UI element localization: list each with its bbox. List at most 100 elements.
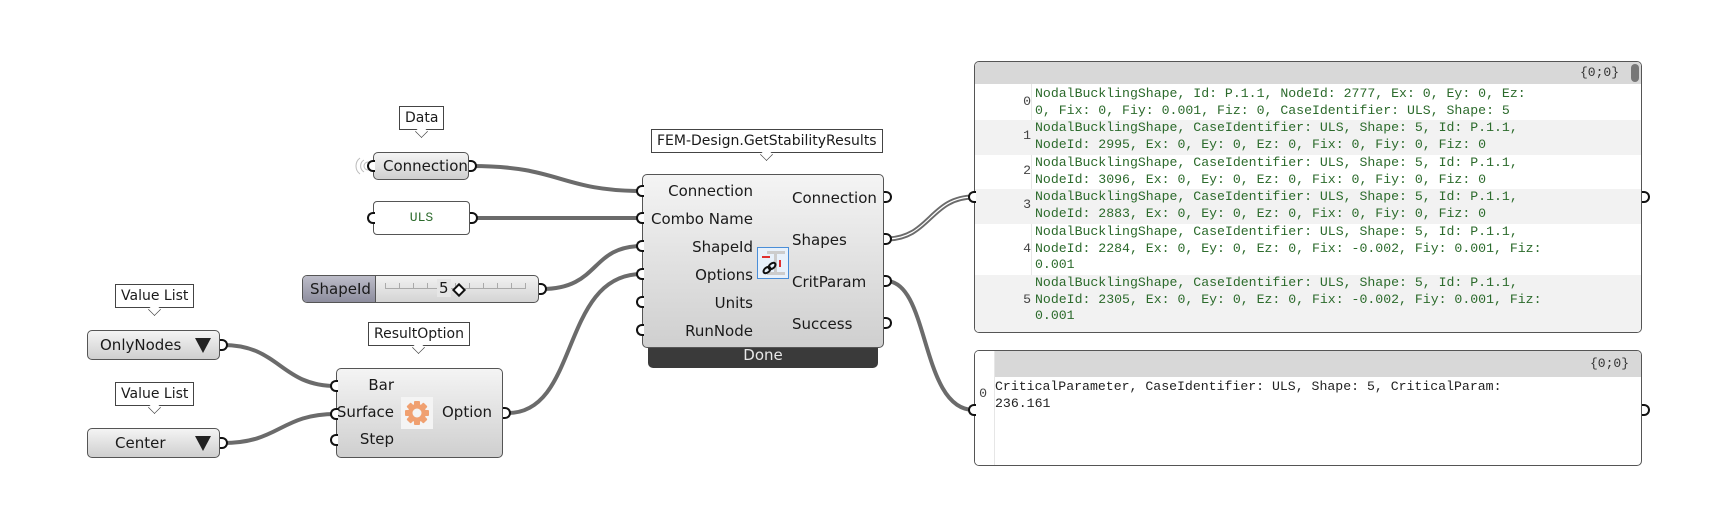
list-item: 2 NodalBucklingShape, CaseIdentifier: UL…: [975, 155, 1641, 189]
list-item-index: 3: [1023, 197, 1031, 212]
list-item-text: CriticalParameter, CaseIdentifier: ULS, …: [995, 379, 1502, 411]
connection-param-output-grip[interactable]: [469, 160, 477, 172]
list-item-index: 0: [1023, 94, 1031, 109]
list-item-text: NodalBucklingShape, CaseIdentifier: ULS,…: [1035, 189, 1518, 221]
list-item-text: NodalBucklingShape, CaseIdentifier: ULS,…: [1035, 120, 1518, 152]
critparam-panel-output-grip[interactable]: [1642, 404, 1650, 416]
wire-connection: [470, 164, 644, 193]
output-success-grip[interactable]: [884, 317, 892, 329]
combo-name-value: ULS: [409, 210, 434, 225]
input-combo-name: Combo Name: [651, 210, 753, 228]
critparam-panel-gutter: [975, 351, 995, 465]
shapes-panel-path: {0;0}: [1579, 65, 1619, 80]
shapes-panel[interactable]: {0;0} 0 NodalBucklingShape, Id: P.1.1, N…: [974, 61, 1642, 333]
input-options: Options: [695, 266, 753, 284]
critparam-panel-header: {0;0}: [975, 351, 1641, 377]
input-connection: Connection: [668, 182, 753, 200]
value-list-onlynodes[interactable]: OnlyNodes: [87, 330, 220, 360]
list-item-text: NodalBucklingShape, CaseIdentifier: ULS,…: [1035, 224, 1542, 273]
dropdown-arrow-icon[interactable]: [195, 338, 211, 353]
tooltip-value-list-1: Value List: [115, 284, 195, 308]
result-option-input-bar: Bar: [368, 376, 394, 394]
wireless-signal-icon: [350, 154, 374, 178]
input-runnode: RunNode: [685, 322, 753, 340]
list-item: 4 NodalBucklingShape, CaseIdentifier: UL…: [975, 224, 1641, 275]
wire-critparam: [884, 279, 976, 412]
output-connection-grip[interactable]: [884, 191, 892, 203]
list-item-index: 1: [1023, 128, 1031, 143]
input-units-grip[interactable]: [636, 296, 644, 308]
list-item-index: 4: [1023, 241, 1031, 256]
shapes-panel-header: {0;0}: [975, 62, 1641, 84]
wire-onlynodes: [221, 343, 338, 388]
combo-name-panel-input-grip[interactable]: [367, 212, 375, 224]
wire-shapes: [883, 194, 977, 242]
result-option-input-surface: Surface: [336, 403, 394, 421]
input-combo-name-grip[interactable]: [636, 212, 644, 224]
value-list-onlynodes-selected: OnlyNodes: [100, 336, 182, 354]
shapeid-slider-label: ShapeId: [310, 280, 371, 298]
list-item: 0 CriticalParameter, CaseIdentifier: ULS…: [975, 379, 1641, 413]
value-list-center-selected: Center: [115, 434, 166, 452]
result-option-input-step: Step: [359, 430, 394, 448]
value-list-onlynodes-output-grip[interactable]: [220, 339, 228, 351]
output-connection: Connection: [792, 189, 877, 207]
input-runnode-grip[interactable]: [636, 324, 644, 336]
combo-name-panel-output-grip[interactable]: [470, 212, 478, 224]
input-shapeid: ShapeId: [692, 238, 753, 256]
critparam-panel[interactable]: {0;0} 0 CriticalParameter, CaseIdentifie…: [974, 350, 1642, 466]
connection-param-input-grip[interactable]: [367, 160, 375, 172]
input-shapeid-grip[interactable]: [636, 240, 644, 252]
get-stability-results-component[interactable]: Connection Combo Name ShapeId Options Un…: [642, 174, 884, 348]
status-done: Done: [743, 346, 783, 364]
input-connection-grip[interactable]: [636, 185, 644, 197]
shapeid-slider[interactable]: ShapeId 5: [302, 275, 539, 303]
list-item: 5 NodalBucklingShape, CaseIdentifier: UL…: [975, 275, 1641, 332]
list-item-text: NodalBucklingShape, CaseIdentifier: ULS,…: [1035, 275, 1542, 324]
output-success: Success: [792, 315, 853, 333]
combo-name-panel[interactable]: ULS: [373, 201, 470, 235]
result-option-surface-grip[interactable]: [330, 408, 338, 420]
output-critparam: CritParam: [792, 273, 867, 291]
result-option-output-grip[interactable]: [503, 407, 511, 419]
shapeid-slider-name: ShapeId: [303, 276, 376, 302]
slider-value: 5: [437, 279, 451, 297]
tooltip-data: Data: [399, 106, 445, 130]
critparam-panel-input-grip[interactable]: [968, 404, 976, 416]
input-units: Units: [714, 294, 753, 312]
list-item-index: 5: [1023, 292, 1031, 307]
shapes-panel-input-grip[interactable]: [968, 191, 976, 203]
connection-param[interactable]: Connection: [373, 152, 469, 180]
critparam-panel-path: {0;0}: [1589, 356, 1629, 371]
dropdown-arrow-icon[interactable]: [195, 436, 211, 451]
result-option-step-grip[interactable]: [330, 434, 338, 446]
result-option-bar-grip[interactable]: [330, 380, 338, 392]
result-option-component[interactable]: Bar Surface Step Option: [336, 368, 503, 458]
tooltip-value-list-2: Value List: [115, 382, 195, 406]
gear-icon: [401, 397, 433, 429]
output-critparam-grip[interactable]: [884, 275, 892, 287]
result-option-output-option: Option: [442, 403, 493, 421]
tooltip-resultoption: ResultOption: [368, 322, 470, 346]
wire-center: [221, 412, 338, 445]
list-item: 0 NodalBucklingShape, Id: P.1.1, NodeId:…: [975, 86, 1641, 120]
tooltip-getstabilityresults: FEM-Design.GetStabilityResults: [651, 129, 883, 153]
list-item-index: 0: [979, 386, 987, 401]
shapeid-slider-output-grip[interactable]: [539, 283, 547, 295]
shapes-panel-scrollbar[interactable]: [1631, 64, 1639, 82]
stability-results-icon: [757, 247, 789, 279]
wire-shapeid: [540, 244, 644, 291]
list-item: 1 NodalBucklingShape, CaseIdentifier: UL…: [975, 120, 1641, 155]
list-item-index: 2: [1023, 163, 1031, 178]
connection-param-label: Connection: [383, 157, 468, 175]
input-options-grip[interactable]: [636, 268, 644, 280]
shapes-panel-output-grip[interactable]: [1642, 191, 1650, 203]
list-item: 3 NodalBucklingShape, CaseIdentifier: UL…: [975, 189, 1641, 224]
wire-shapes-inner: [885, 196, 975, 240]
value-list-center-output-grip[interactable]: [220, 437, 228, 449]
output-shapes-grip[interactable]: [884, 233, 892, 245]
list-item-text: NodalBucklingShape, CaseIdentifier: ULS,…: [1035, 155, 1518, 187]
value-list-center[interactable]: Center: [87, 428, 220, 458]
list-item-text: NodalBucklingShape, Id: P.1.1, NodeId: 2…: [1035, 86, 1526, 118]
output-shapes: Shapes: [792, 231, 847, 249]
